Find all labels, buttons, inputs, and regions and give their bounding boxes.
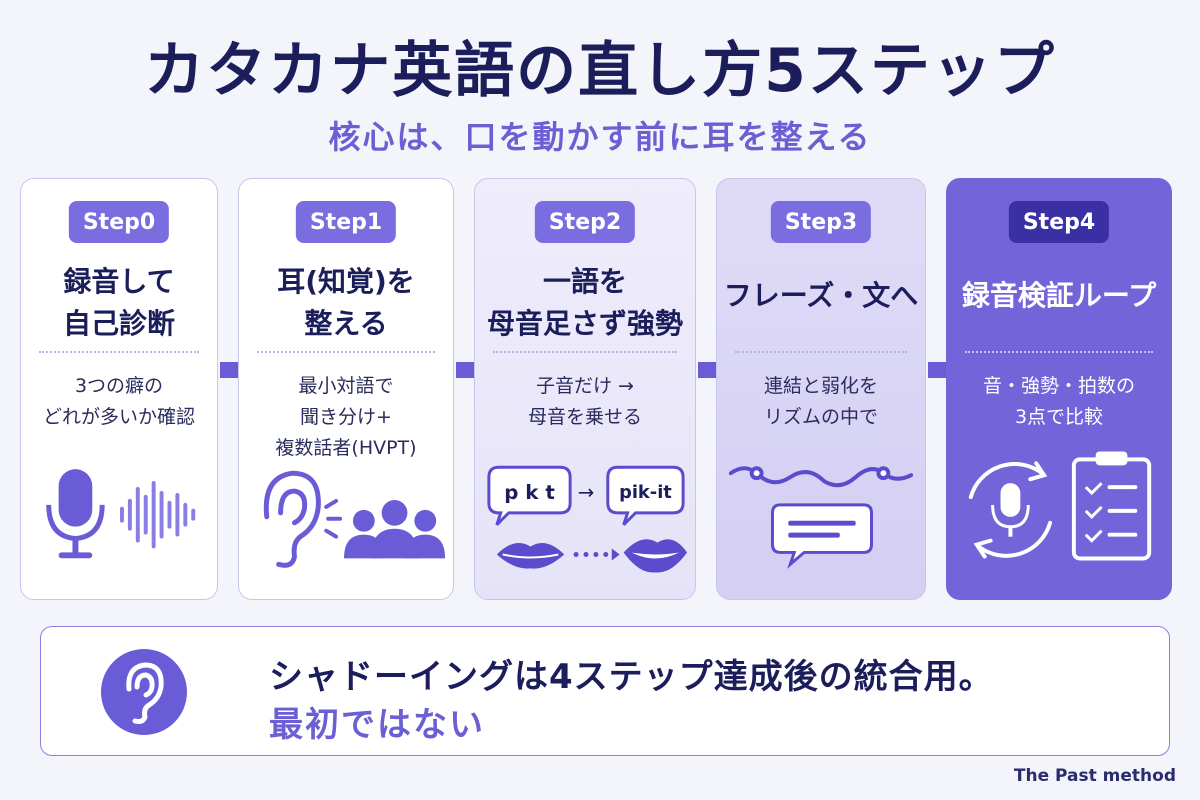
step-card-1: Step1 耳(知覚)を 整える 最小対語で 聞き分け+ 複数話者(HVPT): [238, 178, 454, 600]
step3-illustration: [728, 466, 914, 569]
step-label: Step3: [770, 201, 872, 243]
step-label: Step4: [1008, 201, 1110, 243]
step-description: 最小対語で 聞き分け+ 複数話者(HVPT): [275, 375, 417, 459]
lips-icon: [623, 539, 688, 573]
step-title: フレーズ・文へ: [723, 279, 919, 312]
step1-illustration: [263, 470, 446, 568]
step-card-4: Step4 録音検証ループ 音・強勢・拍数の 3点で比較: [946, 178, 1172, 600]
note-line-1: シャドーイングは4ステップ達成後の統合用。: [269, 657, 994, 697]
page-subtitle: 核心は、口を動かす前に耳を整える: [328, 118, 872, 156]
step4-illustration: [968, 451, 1152, 561]
step-label: Step0: [68, 201, 170, 243]
cycle-arrows-icon: [968, 461, 1053, 559]
ear-icon: [263, 470, 321, 568]
step-title: 録音して 自己診断: [62, 265, 175, 340]
bubble-arrow: →: [578, 481, 595, 504]
dotted-arrow-icon: [573, 548, 620, 561]
people-group-icon: [344, 499, 446, 559]
step-description: 子音だけ → 母音を乗せる: [527, 375, 642, 428]
step-title: 録音検証ループ: [961, 279, 1157, 312]
credit-text: The Past method: [1013, 766, 1176, 786]
step-title: 耳(知覚)を 整える: [277, 265, 415, 340]
bubble-left-text: p k t: [504, 481, 555, 504]
step-card-2: Step2 一語を 母音足さず強勢 子音だけ → 母音を乗せる p k t → …: [474, 178, 696, 600]
step-card-0: Step0 録音して 自己診断 3つの癖の どれが多いか確認: [20, 178, 218, 600]
divider: [39, 351, 199, 353]
lips-icon: [496, 543, 565, 569]
step-card-3: Step3 フレーズ・文へ 連結と弱化を リズムの中で: [716, 178, 926, 600]
ear-badge: [101, 649, 187, 735]
step-label: Step1: [295, 201, 397, 243]
speaker-lines-icon: [324, 498, 343, 539]
microphone-icon: [991, 483, 1030, 537]
speech-bubble-icon: pik-it: [606, 465, 685, 526]
shadowing-note: シャドーイングは4ステップ達成後の統合用。 最初ではない: [40, 626, 1170, 756]
checklist-clipboard-icon: [1071, 451, 1152, 561]
step-description: 音・強勢・拍数の 3点で比較: [982, 375, 1135, 428]
bubble-right-text: pik-it: [619, 482, 672, 503]
sound-wave-icon: [119, 481, 196, 549]
step-description: 連結と弱化を リズムの中で: [763, 375, 878, 428]
note-line-2: 最初ではない: [269, 705, 485, 745]
divider: [493, 351, 677, 353]
step-description: 3つの癖の どれが多いか確認: [42, 375, 195, 428]
speech-bubble-icon: p k t: [487, 465, 572, 526]
ear-icon: [126, 662, 164, 724]
divider: [965, 351, 1153, 353]
page-title: カタカナ英語の直し方5ステップ: [144, 36, 1056, 106]
step-label: Step2: [534, 201, 636, 243]
step0-illustration: [46, 469, 196, 559]
microphone-icon: [46, 469, 105, 559]
divider: [257, 351, 435, 353]
step2-illustration: p k t → pik-it: [487, 465, 688, 573]
rhythm-wave-icon: [728, 466, 914, 488]
step-title: 一語を 母音足さず強勢: [486, 265, 683, 340]
message-icon: [770, 503, 873, 569]
divider: [735, 351, 907, 353]
